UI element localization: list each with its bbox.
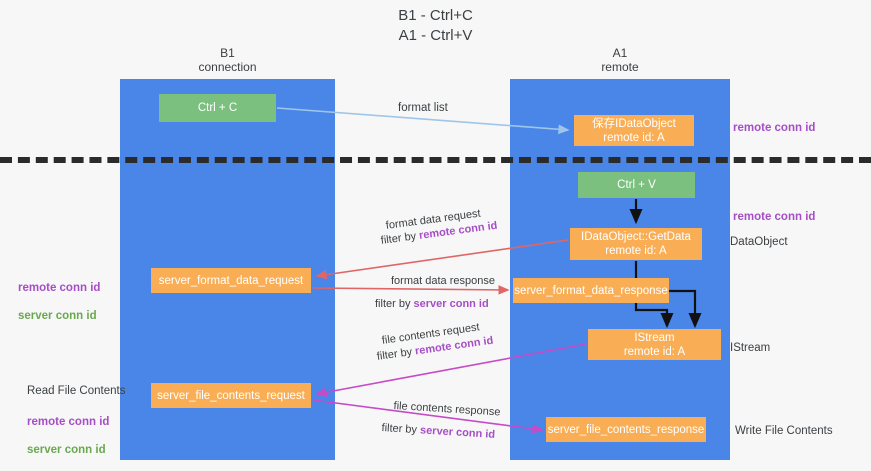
- annotation-dataobject: DataObject: [730, 236, 788, 248]
- node-save-idataobject[interactable]: 保存IDataObject remote id: A: [574, 115, 694, 146]
- node-ctrl-v[interactable]: Ctrl + V: [578, 172, 695, 198]
- node-server-file-contents-response[interactable]: server_file_contents_response: [546, 417, 706, 442]
- arrow-format-list: [276, 107, 570, 135]
- filter-prefix: filter by: [375, 298, 414, 310]
- edge-label-format-data-response-filter: filter by server conn id: [375, 297, 489, 311]
- node-server-format-data-request[interactable]: server_format_data_request: [151, 268, 311, 293]
- arrow-format-data-response: [312, 285, 510, 295]
- annotation-remote-conn-id-top: remote conn id: [733, 122, 816, 134]
- node-idataobject-getdata[interactable]: IDataObject::GetData remote id: A: [570, 228, 702, 260]
- arrow-format-data-request: [315, 239, 569, 280]
- arrow-format-response-to-istream: [669, 289, 702, 329]
- annotation-remote-conn-id: remote conn id: [18, 282, 101, 294]
- node-server-file-contents-request[interactable]: server_file_contents_request: [151, 383, 311, 408]
- phase-divider-dashed-line: [0, 157, 871, 163]
- node-server-format-data-response[interactable]: server_format_data_response: [513, 278, 669, 303]
- annotation-istream: IStream: [730, 342, 771, 354]
- page-title: B1 - Ctrl+C A1 - Ctrl+V: [398, 7, 473, 44]
- edge-label-format-list: format list: [398, 102, 448, 114]
- arrow-file-contents-response: [312, 399, 544, 434]
- filter-prefix: filter by: [381, 421, 421, 437]
- arrow-file-contents-request: [315, 343, 587, 397]
- annotation-left-conn-ids-lower: remote conn id server conn id: [27, 401, 109, 471]
- annotation-remote-conn-id-mid: remote conn id: [733, 211, 816, 223]
- node-istream[interactable]: IStream remote id: A: [588, 329, 721, 360]
- annotation-left-conn-ids-upper: remote conn id server conn id: [18, 267, 100, 337]
- annotation-remote-conn-id: remote conn id: [27, 416, 110, 428]
- edge-label-format-data-response: format data response: [391, 274, 495, 288]
- annotation-read-file-contents: Read File Contents: [27, 385, 126, 397]
- column-header-a1: A1 remote: [601, 46, 639, 74]
- annotation-server-conn-id: server conn id: [18, 310, 97, 322]
- filter-value-server-conn-id: server conn id: [413, 298, 489, 310]
- annotation-write-file-contents: Write File Contents: [735, 425, 833, 437]
- edge-label-format-data-response-text: format data response: [391, 275, 495, 287]
- node-ctrl-c[interactable]: Ctrl + C: [159, 94, 276, 122]
- column-header-b1: B1 connection: [198, 46, 257, 74]
- annotation-server-conn-id: server conn id: [27, 444, 106, 456]
